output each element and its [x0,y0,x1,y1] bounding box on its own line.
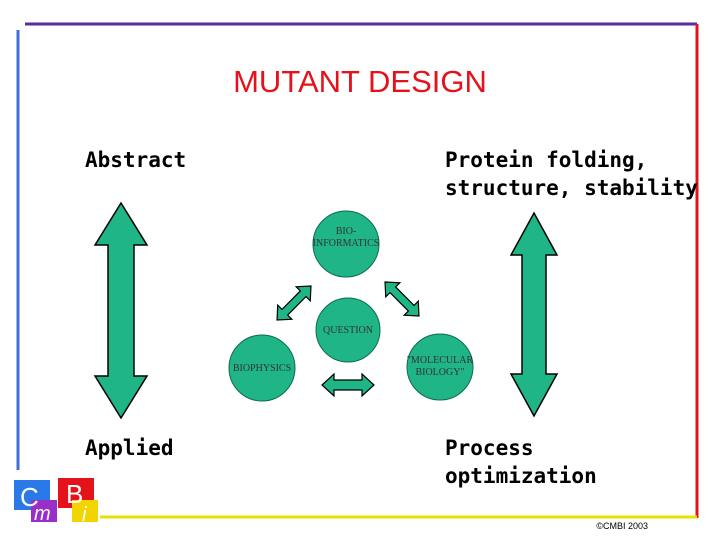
node-label-molecular-biology: "MOLECULAR BIOLOGY" [406,355,474,378]
right-double-arrow [509,211,559,418]
node-label-biophysics: BIOPHYSICS [232,363,292,374]
label-abstract: Abstract [85,148,187,172]
node-label-bioinformatics: BIO- INFORMATICS [312,226,380,249]
node-bioinformatics [312,210,380,278]
cmbi-logo [14,478,98,522]
logo-letter-b: B [66,479,83,509]
connector-arrow-biophysics-molecular [321,372,375,398]
label-process-optimization: Process optimization [445,436,597,488]
node-question [315,297,381,363]
left-double-arrow [93,201,149,420]
logo-letter-i: i [82,504,87,526]
node-biophysics [228,334,296,402]
node-molecular-biology [406,333,474,401]
logo-letter-c: C [20,482,39,512]
connector-arrow-bio-biophysics [276,285,312,321]
connector-arrow-bio-molecular [384,281,420,317]
slide-title: MUTANT DESIGN [233,64,487,99]
node-label-question: QUESTION [323,325,373,336]
logo-letter-m: m [34,503,51,525]
label-protein-folding: Protein folding, structure, stability [445,148,698,200]
footer-copyright: ©CMBI 2003 [596,521,648,531]
label-applied: Applied [85,436,174,460]
